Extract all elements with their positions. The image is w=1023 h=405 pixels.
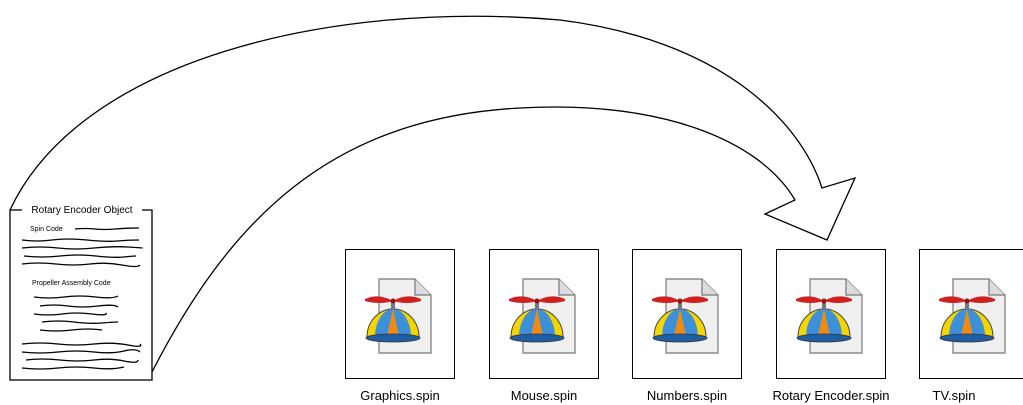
file-card-mouse[interactable] <box>489 249 599 379</box>
file-label-mouse: Mouse.spin <box>510 388 578 403</box>
file-label-numbers: Numbers.spin <box>646 388 728 403</box>
spin-file-icon <box>796 278 863 354</box>
spin-file-icon <box>509 278 576 354</box>
file-card-graphics[interactable] <box>345 249 455 379</box>
scribble-lines <box>21 227 143 370</box>
file-card-rotary-encoder[interactable] <box>776 249 886 379</box>
assembly-code-label: Propeller Assembly Code <box>32 280 111 287</box>
spin-file-icon <box>365 278 432 354</box>
curved-arrow <box>9 15 857 373</box>
spin-file-icon <box>652 278 719 354</box>
spin-code-label: Spin Code <box>30 226 63 233</box>
file-card-numbers[interactable] <box>632 249 742 379</box>
file-label-tv: TV.spin <box>932 388 976 403</box>
document-title: Rotary Encoder Object <box>31 205 132 216</box>
file-label-rotary-encoder: Rotary Encoder.spin <box>772 388 890 403</box>
file-card-tv[interactable] <box>919 249 1023 379</box>
spin-file-icon <box>939 278 1006 354</box>
file-frame <box>919 249 1023 379</box>
source-document: Rotary Encoder Object Spin Code Propelle… <box>9 203 153 381</box>
file-label-graphics: Graphics.spin <box>360 388 440 403</box>
